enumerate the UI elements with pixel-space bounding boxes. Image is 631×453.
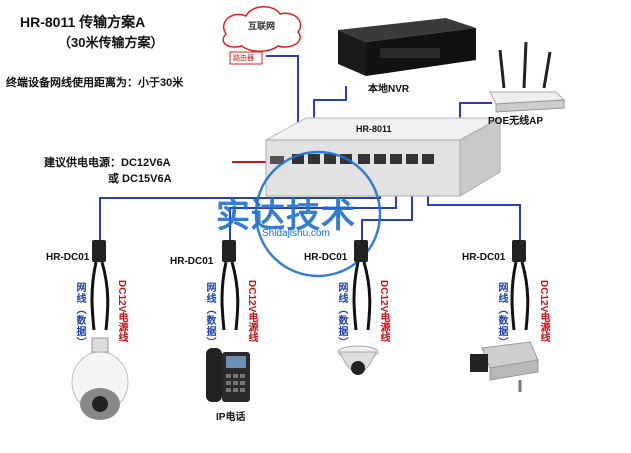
ptz-camera — [72, 338, 128, 420]
dome-camera — [338, 346, 378, 375]
endpoint-power-label: DC12V电源线 — [244, 280, 259, 342]
endpoint-module-label: HR-DC01 — [304, 252, 347, 263]
diagram-subtitle: （30米传输方案） — [58, 32, 163, 51]
endpoint-cable-label: 网线（数据） — [72, 282, 87, 348]
ip-phone-label: IP电话 — [216, 408, 245, 423]
endpoint-cable-label: 网线（数据） — [202, 282, 217, 348]
diagram-title: HR-8011 传输方案A — [20, 12, 145, 32]
switch-label: HR-8011 — [356, 124, 392, 134]
power-supply-alt-label: 或 DC15V6A — [108, 170, 172, 186]
endpoint-module-label: HR-DC01 — [46, 252, 89, 263]
ip-phone — [206, 348, 250, 402]
ap-label: POE无线AP — [488, 112, 543, 127]
splitter-cables — [92, 262, 528, 330]
watermark-url: Shidajishu.com — [262, 228, 330, 239]
endpoint-module-label: HR-DC01 — [462, 252, 505, 263]
endpoint-power-label: DC12V电源线 — [376, 280, 391, 342]
endpoint-module-label: HR-DC01 — [170, 256, 213, 267]
endpoint-power-label: DC12V电源线 — [114, 280, 129, 342]
cloud-router-label: 路由器 — [233, 53, 254, 63]
cloud-internet-label: 互联网 — [248, 19, 275, 32]
endpoint-cable-label: 网线（数据） — [494, 282, 509, 348]
distance-note: 终端设备网线使用距离为：小于30米 — [6, 74, 183, 90]
endpoint-power-label: DC12V电源线 — [536, 280, 551, 342]
box-camera — [470, 342, 538, 392]
nvr-label: 本地NVR — [368, 80, 409, 95]
poe-ap-device — [490, 42, 564, 112]
nvr-device — [338, 18, 476, 76]
endpoint-cable-label: 网线（数据） — [334, 282, 349, 348]
power-supply-label: 建议供电电源：DC12V6A — [44, 154, 171, 170]
